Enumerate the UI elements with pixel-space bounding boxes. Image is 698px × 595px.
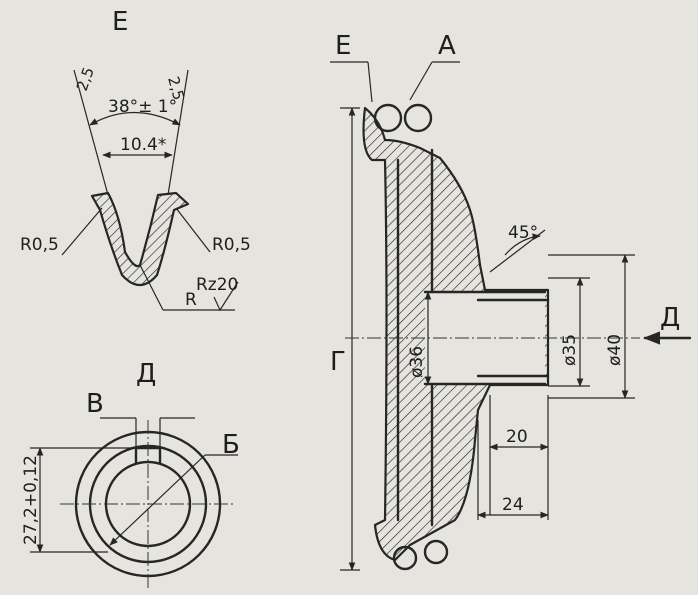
overall-height-label: Г — [330, 347, 346, 377]
roughness-symbol — [213, 281, 239, 312]
view-d-title: Д — [136, 359, 156, 389]
key-label: В — [86, 389, 104, 419]
roughness-label: Rz20 — [196, 275, 238, 295]
tolerance-right: 2,5 — [164, 74, 188, 102]
hub-end-view — [30, 417, 238, 590]
bore-label: Б — [222, 430, 240, 460]
dia36-label: ø36 — [407, 346, 427, 378]
len20-label: 20 — [506, 427, 528, 447]
len24-label: 24 — [502, 495, 524, 515]
callout-a-leader — [409, 61, 433, 101]
radius-leader-left — [61, 207, 103, 256]
groove-width-label: 10.4* — [120, 135, 166, 155]
radius-right-label: R0,5 — [212, 235, 251, 255]
groove-detail-view — [61, 69, 239, 312]
radius-left-label: R0,5 — [20, 235, 59, 255]
radius-leader-bottom — [139, 264, 164, 311]
tolerance-left: 2,5 — [73, 65, 98, 94]
chamfer-ext — [489, 229, 546, 273]
callout-e-leader — [367, 61, 373, 103]
callout-a-label: A — [438, 31, 456, 61]
groove-flank-ext-right — [167, 69, 189, 196]
pulley-section-view — [330, 61, 692, 571]
dia40-label: ø40 — [605, 334, 625, 366]
view-arrow-label: Д — [660, 303, 680, 333]
groove-section — [90, 191, 190, 287]
belt-groove-top-1 — [373, 103, 403, 133]
belt-groove-top-2 — [403, 103, 433, 133]
chamfer-angle-label: 45° — [508, 223, 538, 243]
angle-dimension-arc — [89, 111, 181, 126]
dia35-label: ø35 — [560, 334, 580, 366]
callout-e-label: E — [335, 31, 351, 61]
belt-groove-bottom-2 — [423, 539, 449, 565]
view-e-title: E — [112, 7, 128, 37]
bore-leader — [109, 454, 206, 546]
belt-groove-bottom-1 — [392, 545, 418, 571]
radius-bottom-label: R — [185, 290, 197, 310]
radius-leader-right — [175, 207, 211, 253]
keyway-dimension-label: 27,2+0,12 — [21, 455, 41, 545]
groove-flank-ext-left — [73, 69, 109, 196]
groove-angle-label: 38°± 1° — [108, 97, 177, 117]
